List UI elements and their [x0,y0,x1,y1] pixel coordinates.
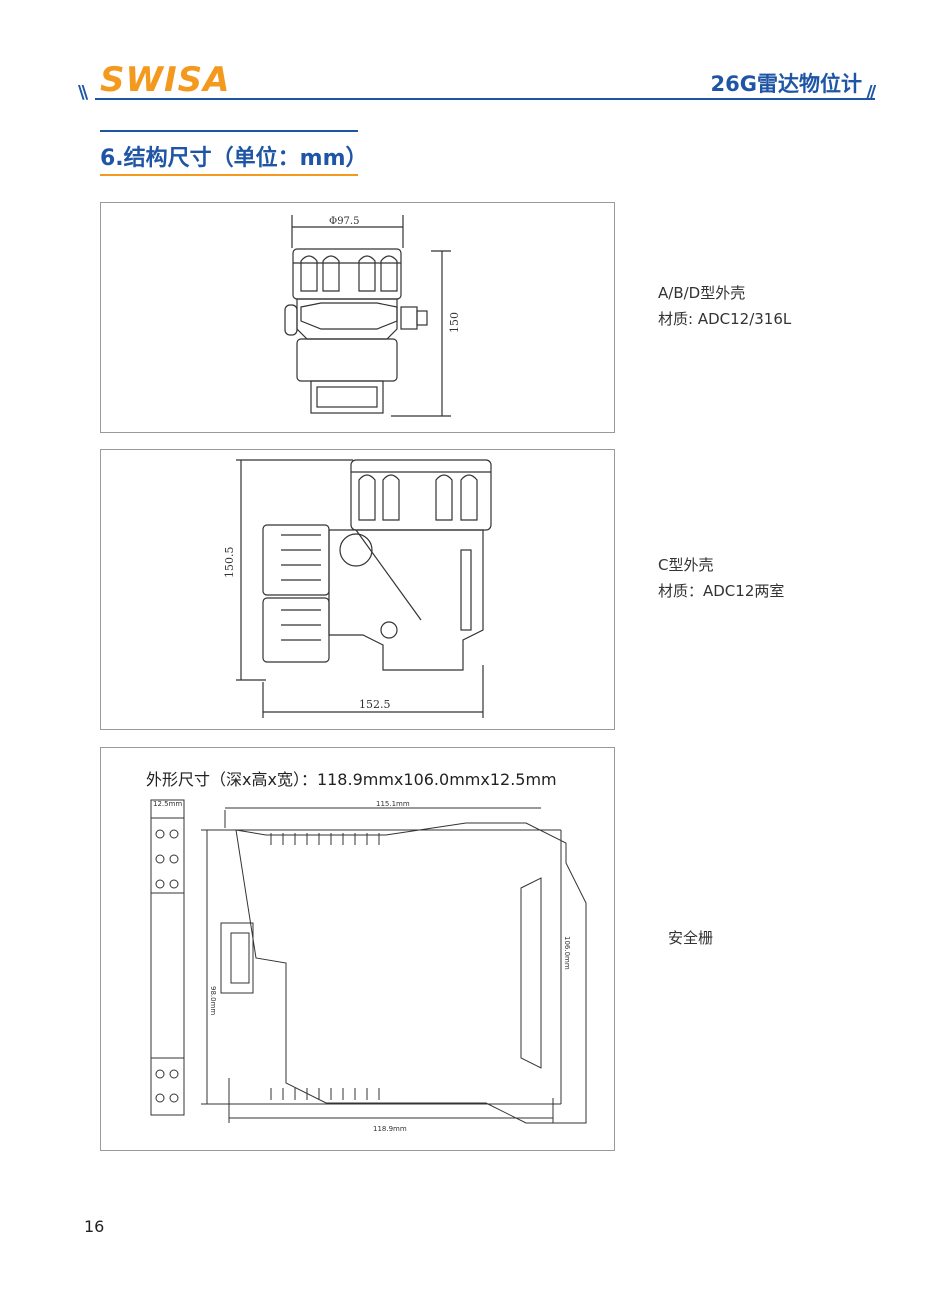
drawing-panel-c: 150.5 152.5 [100,449,615,730]
abd-housing-drawing: Φ97.5 150 [284,215,461,417]
barrier-drawing: 12.5mm 115.1mm 106.0mm 98.0mm 118.9mm [150,799,587,1133]
barrier-dimension-title: 外形尺寸（深x高x宽）：118.9mmx106.0mmx12.5mm [146,770,557,789]
header-rule [95,98,875,100]
c-material-label: 材质：ADC12两室 [658,582,785,600]
header-decoration-left: \\ [78,82,88,103]
abd-type-label: A/B/D型外壳 [658,284,746,302]
section-rule-bottom [100,174,358,176]
c-type-label: C型外壳 [658,556,714,574]
page-header: \\ SWISA 26G雷达物位计 // [0,0,950,110]
c-width-label: 152.5 [359,698,391,711]
height-label: 150 [448,312,461,333]
abd-material-label: 材质: ADC12/316L [658,310,792,328]
drawing-panel-abd: Φ97.5 150 [100,202,615,433]
barrier-description: 安全栅 [668,929,714,947]
c-housing-drawing: 150.5 152.5 [223,459,492,718]
barrier-left-label: 98.0mm [209,986,217,1015]
section-title: 6.结构尺寸（单位：mm） [100,146,368,171]
drawing-panel-barrier: 外形尺寸（深x高x宽）：118.9mmx106.0mmx12.5mm [100,747,615,1151]
c-height-label: 150.5 [223,547,236,579]
barrier-top-label: 115.1mm [376,800,410,808]
product-title: 26G雷达物位计 [710,72,862,96]
header-decoration-right: // [866,82,876,103]
barrier-right-label: 106.0mm [563,936,571,970]
brand-logo: SWISA [100,60,231,100]
page-number: 16 [84,1217,105,1236]
section-rule-top [100,130,358,132]
c-description: C型外壳 材质：ADC12两室 [658,552,784,604]
barrier-bottom-label: 118.9mm [373,1125,407,1133]
abd-description: A/B/D型外壳 材质: ADC12/316L [658,280,791,332]
diameter-label: Φ97.5 [329,216,359,227]
barrier-width-label: 12.5mm [153,800,182,808]
